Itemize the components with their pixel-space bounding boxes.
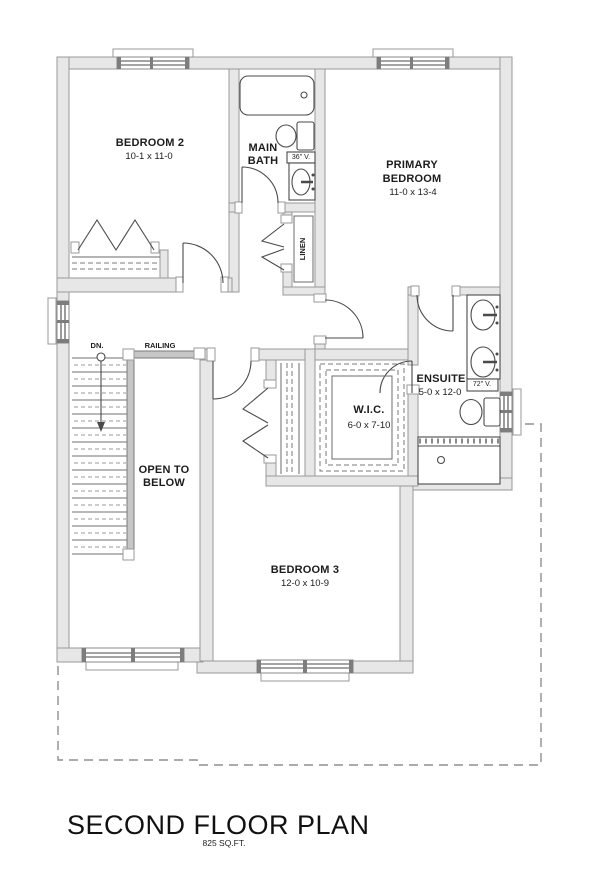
room-label-main-bath-2: BATH — [247, 154, 279, 167]
door-jambs — [70, 201, 461, 464]
room-dims-bedroom3: 12-0 x 10-9 — [280, 577, 330, 589]
room-label-open-below-1: OPEN TO — [138, 463, 190, 476]
footprint-dashed-outline — [57, 423, 542, 766]
room-dims-wic: 6-0 x 7-10 — [347, 419, 391, 431]
toilet-main-bath — [275, 121, 315, 151]
bath-fixtures — [239, 75, 501, 485]
room-label-bedroom2: BEDROOM 2 — [115, 136, 185, 149]
railing-label: RAILING — [144, 340, 176, 350]
room-dims-primary: 11-0 x 13-4 — [389, 186, 437, 198]
stairs — [72, 352, 128, 555]
room-label-wic: W.I.C. — [353, 403, 385, 416]
vanity-72-label: 72" V. — [472, 381, 492, 389]
bifold-doors — [77, 218, 285, 459]
room-label-bedroom3: BEDROOM 3 — [270, 563, 340, 576]
down-direction-arrow — [96, 352, 106, 432]
room-dims-ensuite: 5-0 x 12-0 — [418, 386, 462, 398]
windows — [47, 48, 522, 682]
down-label: DN. — [90, 340, 104, 350]
room-label-open-below-2: BELOW — [143, 476, 185, 489]
railing — [122, 347, 206, 561]
vanity-72 — [466, 294, 501, 392]
vanity-36-label: 36" V. — [291, 154, 311, 162]
room-label-main-bath-1: MAIN — [248, 141, 278, 154]
room-label-linen: LINEN — [297, 237, 307, 261]
plan-title: SECOND FLOOR PLAN — [67, 810, 370, 840]
shower — [417, 436, 501, 485]
room-label-primary-2: BEDROOM — [382, 172, 442, 185]
toilet-ensuite — [459, 397, 501, 427]
plan-area: 825 SQ.FT. — [202, 838, 246, 848]
interior-walls — [56, 68, 501, 487]
vanity-36 — [286, 151, 316, 201]
bathtub — [239, 75, 315, 116]
doors — [182, 166, 454, 400]
closet-shelving — [72, 215, 405, 474]
room-label-primary-1: PRIMARY — [386, 158, 438, 171]
room-dims-bedroom2: 10-1 x 11-0 — [125, 150, 173, 162]
room-label-ensuite: ENSUITE — [416, 372, 466, 385]
